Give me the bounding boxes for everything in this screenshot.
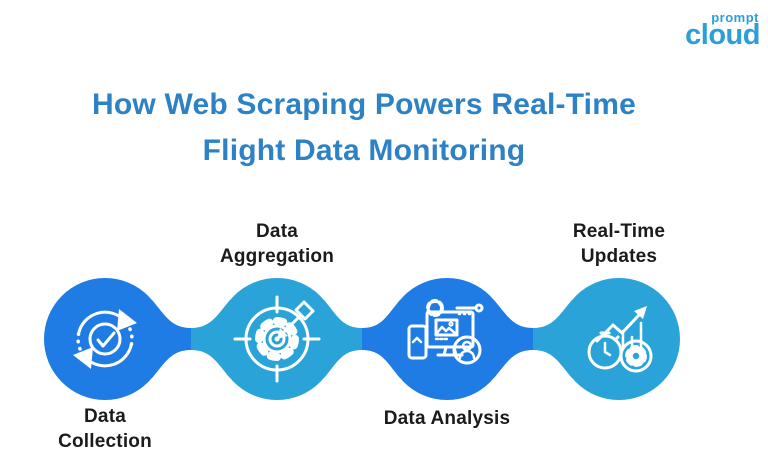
step-blob-data-collection xyxy=(44,278,191,400)
step-blob-data-aggregation xyxy=(191,278,362,400)
step-label-data-analysis: Data Analysis xyxy=(383,408,511,429)
devices-analysis-icon xyxy=(407,299,484,365)
logo-text-prompt: prompt xyxy=(711,10,759,25)
target-gear-dart-icon xyxy=(233,295,321,383)
page-title: How Web Scraping Powers Real-Time Flight… xyxy=(92,88,636,168)
sync-check-icon xyxy=(73,309,137,369)
step-label-data-collection: Data Collection xyxy=(58,406,152,452)
stopwatch-gear-growth-icon xyxy=(587,306,653,373)
process-flow-chain xyxy=(44,278,680,400)
step-label-real-time-updates: Real-Time Updates xyxy=(572,221,666,267)
logo-text-cloud: cloud xyxy=(685,18,760,51)
step-blob-real-time-updates xyxy=(533,278,680,400)
step-blob-data-analysis xyxy=(362,278,533,400)
step-label-data-aggregation: Data Aggregation xyxy=(219,221,335,267)
promptcloud-logo: prompt cloud xyxy=(685,10,760,51)
